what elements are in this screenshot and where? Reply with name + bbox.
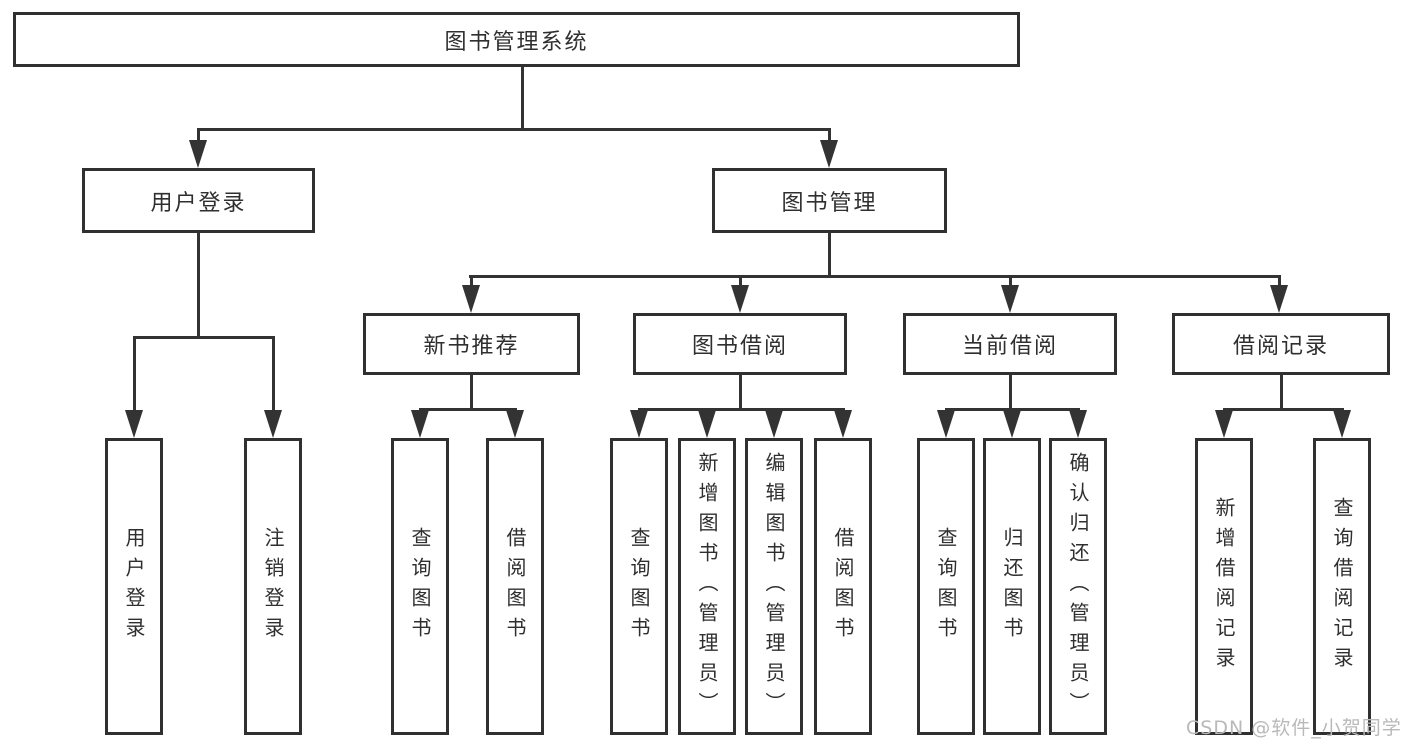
leaf-query-borrow-record: 查询借阅记录 — [1313, 438, 1371, 735]
arrowhead-down-icon — [1333, 410, 1351, 438]
connector-vline — [1280, 375, 1283, 411]
leaf-return-books: 归还图书 — [983, 438, 1041, 735]
leaf-query-books-recommend: 查询图书 — [391, 438, 449, 735]
arrowhead-down-icon — [1069, 410, 1087, 438]
arrowhead-down-icon — [1215, 410, 1233, 438]
connector-hline — [945, 408, 1080, 411]
leaf-borrow-books-recommend: 借阅图书 — [486, 438, 544, 735]
arrowhead-down-icon — [698, 410, 716, 438]
leaf-edit-book-admin: 编辑图书（管理员） — [745, 438, 803, 735]
connector-vline — [1009, 275, 1012, 289]
node-new-book-recommend: 新书推荐 — [363, 313, 580, 375]
arrowhead-down-icon — [1003, 410, 1021, 438]
connector-hline — [133, 336, 275, 339]
connector-vline — [521, 67, 524, 130]
connector-vline — [197, 128, 200, 144]
node-library-management-system: 图书管理系统 — [13, 12, 1020, 67]
arrowhead-down-icon — [834, 410, 852, 438]
connector-vline — [133, 336, 136, 414]
connector-hline — [419, 408, 517, 411]
leaf-borrow-books: 借阅图书 — [814, 438, 872, 735]
arrowhead-down-icon — [462, 285, 480, 313]
leaf-add-book-admin: 新增图书（管理员） — [678, 438, 736, 735]
leaf-query-books-current: 查询图书 — [917, 438, 975, 735]
leaf-user-login: 用户登录 — [105, 438, 163, 735]
leaf-confirm-return-admin: 确认归还（管理员） — [1049, 438, 1107, 735]
node-book-borrow: 图书借阅 — [633, 313, 847, 375]
connector-hline — [197, 128, 831, 131]
connector-vline — [1278, 275, 1281, 289]
arrowhead-down-icon — [731, 285, 749, 313]
connector-vline — [470, 375, 473, 411]
arrowhead-down-icon — [765, 410, 783, 438]
node-borrow-records: 借阅记录 — [1172, 313, 1390, 375]
arrowhead-down-icon — [189, 140, 207, 168]
leaf-add-borrow-record: 新增借阅记录 — [1195, 438, 1253, 735]
connector-vline — [1009, 375, 1012, 411]
leaf-logout: 注销登录 — [244, 438, 302, 735]
node-current-borrow: 当前借阅 — [903, 313, 1117, 375]
connector-vline — [197, 233, 200, 339]
arrowhead-down-icon — [411, 410, 429, 438]
node-book-management: 图书管理 — [712, 168, 947, 233]
arrowhead-down-icon — [125, 410, 143, 438]
arrowhead-down-icon — [1001, 285, 1019, 313]
connector-hline — [638, 408, 845, 411]
leaf-query-books-borrow: 查询图书 — [610, 438, 668, 735]
arrowhead-down-icon — [1270, 285, 1288, 313]
connector-vline — [470, 275, 473, 289]
arrowhead-down-icon — [264, 410, 282, 438]
connector-vline — [272, 336, 275, 414]
arrowhead-down-icon — [937, 410, 955, 438]
connector-vline — [828, 232, 831, 278]
connector-vline — [828, 128, 831, 144]
arrowhead-down-icon — [630, 410, 648, 438]
connector-hline — [469, 275, 1281, 278]
arrowhead-down-icon — [506, 410, 524, 438]
connector-hline — [1223, 408, 1344, 411]
node-user-login: 用户登录 — [82, 168, 315, 233]
arrowhead-down-icon — [820, 140, 838, 168]
connector-vline — [739, 375, 742, 411]
csdn-watermark: CSDN @软件_小贺同学 — [1186, 717, 1402, 739]
connector-vline — [739, 275, 742, 289]
